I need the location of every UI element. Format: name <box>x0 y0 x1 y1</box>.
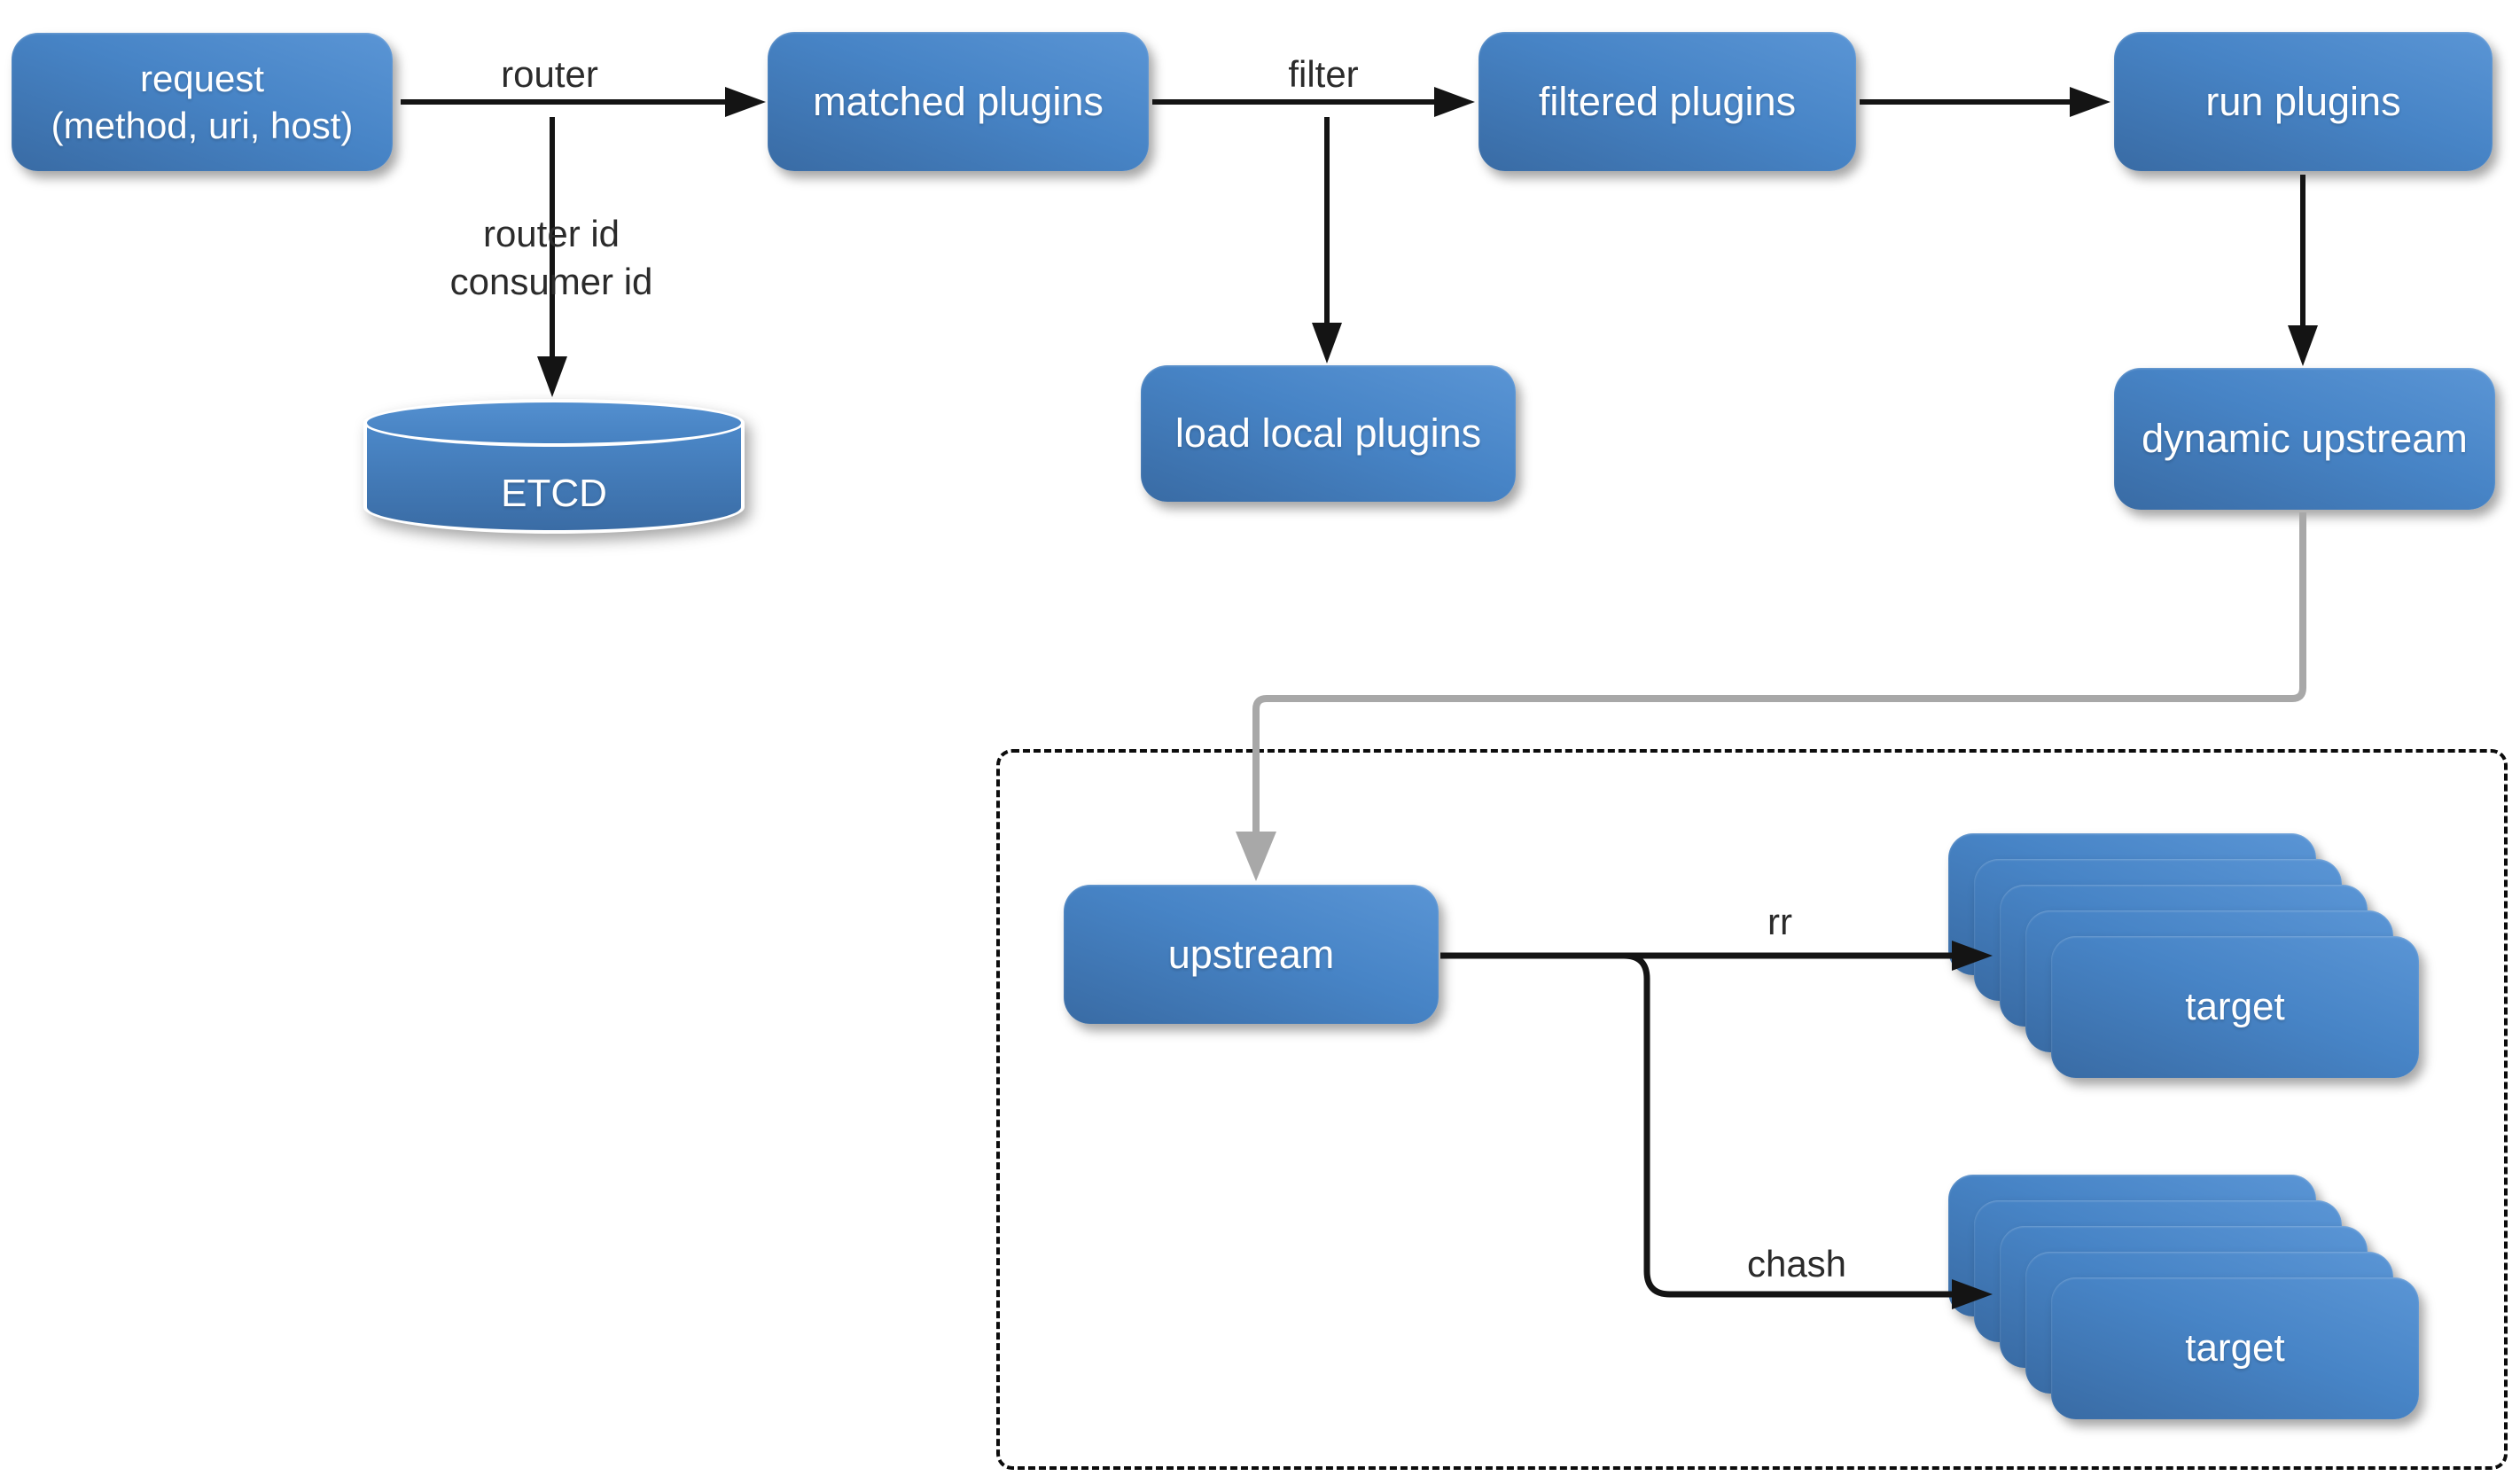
arrowhead-down-icon <box>1312 323 1342 363</box>
node-request-line2: (method, uri, host) <box>51 105 354 146</box>
edge-label-router-id: router id <box>482 213 620 254</box>
node-dynamic-upstream: dynamic upstream <box>2114 368 2495 510</box>
node-etcd-label: ETCD <box>501 472 607 515</box>
edge-label-chash: chash <box>1746 1243 1847 1285</box>
arrowhead-right-icon <box>2070 87 2110 117</box>
target-chash-label: target <box>2185 1326 2285 1370</box>
node-upstream: upstream <box>1064 885 1439 1024</box>
node-matched-plugins-label: matched plugins <box>813 78 1104 124</box>
node-upstream-label: upstream <box>1167 931 1335 977</box>
target-stack-chash: target <box>1948 1175 2419 1419</box>
node-filtered-plugins: filtered plugins <box>1478 32 1856 171</box>
edge-label-router: router <box>501 53 598 95</box>
node-request-line1: request <box>139 58 265 99</box>
node-load-local-plugins: load local plugins <box>1141 365 1516 502</box>
node-filtered-plugins-label: filtered plugins <box>1538 78 1797 124</box>
arrowhead-down-icon <box>2288 325 2318 366</box>
edge-label-rr: rr <box>1767 901 1792 942</box>
target-stack-front-card: target <box>2051 1277 2419 1419</box>
arrowhead-right-icon <box>725 87 766 117</box>
arrowhead-right-icon <box>1434 87 1475 117</box>
target-stack-front-card: target <box>2051 936 2419 1078</box>
edge-label-filter: filter <box>1288 53 1359 95</box>
node-matched-plugins: matched plugins <box>768 32 1149 171</box>
target-stack-rr: target <box>1948 833 2419 1078</box>
node-load-local-plugins-label: load local plugins <box>1174 410 1482 456</box>
node-run-plugins-label: run plugins <box>2205 78 2401 124</box>
edge-label-consumer-id: consumer id <box>449 261 653 302</box>
node-request: request (method, uri, host) <box>12 33 393 171</box>
etcd-cylinder-top-ellipse <box>363 399 745 447</box>
target-rr-label: target <box>2185 985 2285 1028</box>
node-run-plugins: run plugins <box>2114 32 2493 171</box>
node-dynamic-upstream-label: dynamic upstream <box>2142 416 2468 461</box>
arrowhead-down-icon <box>537 356 567 397</box>
node-etcd-cylinder: ETCD <box>363 399 745 534</box>
